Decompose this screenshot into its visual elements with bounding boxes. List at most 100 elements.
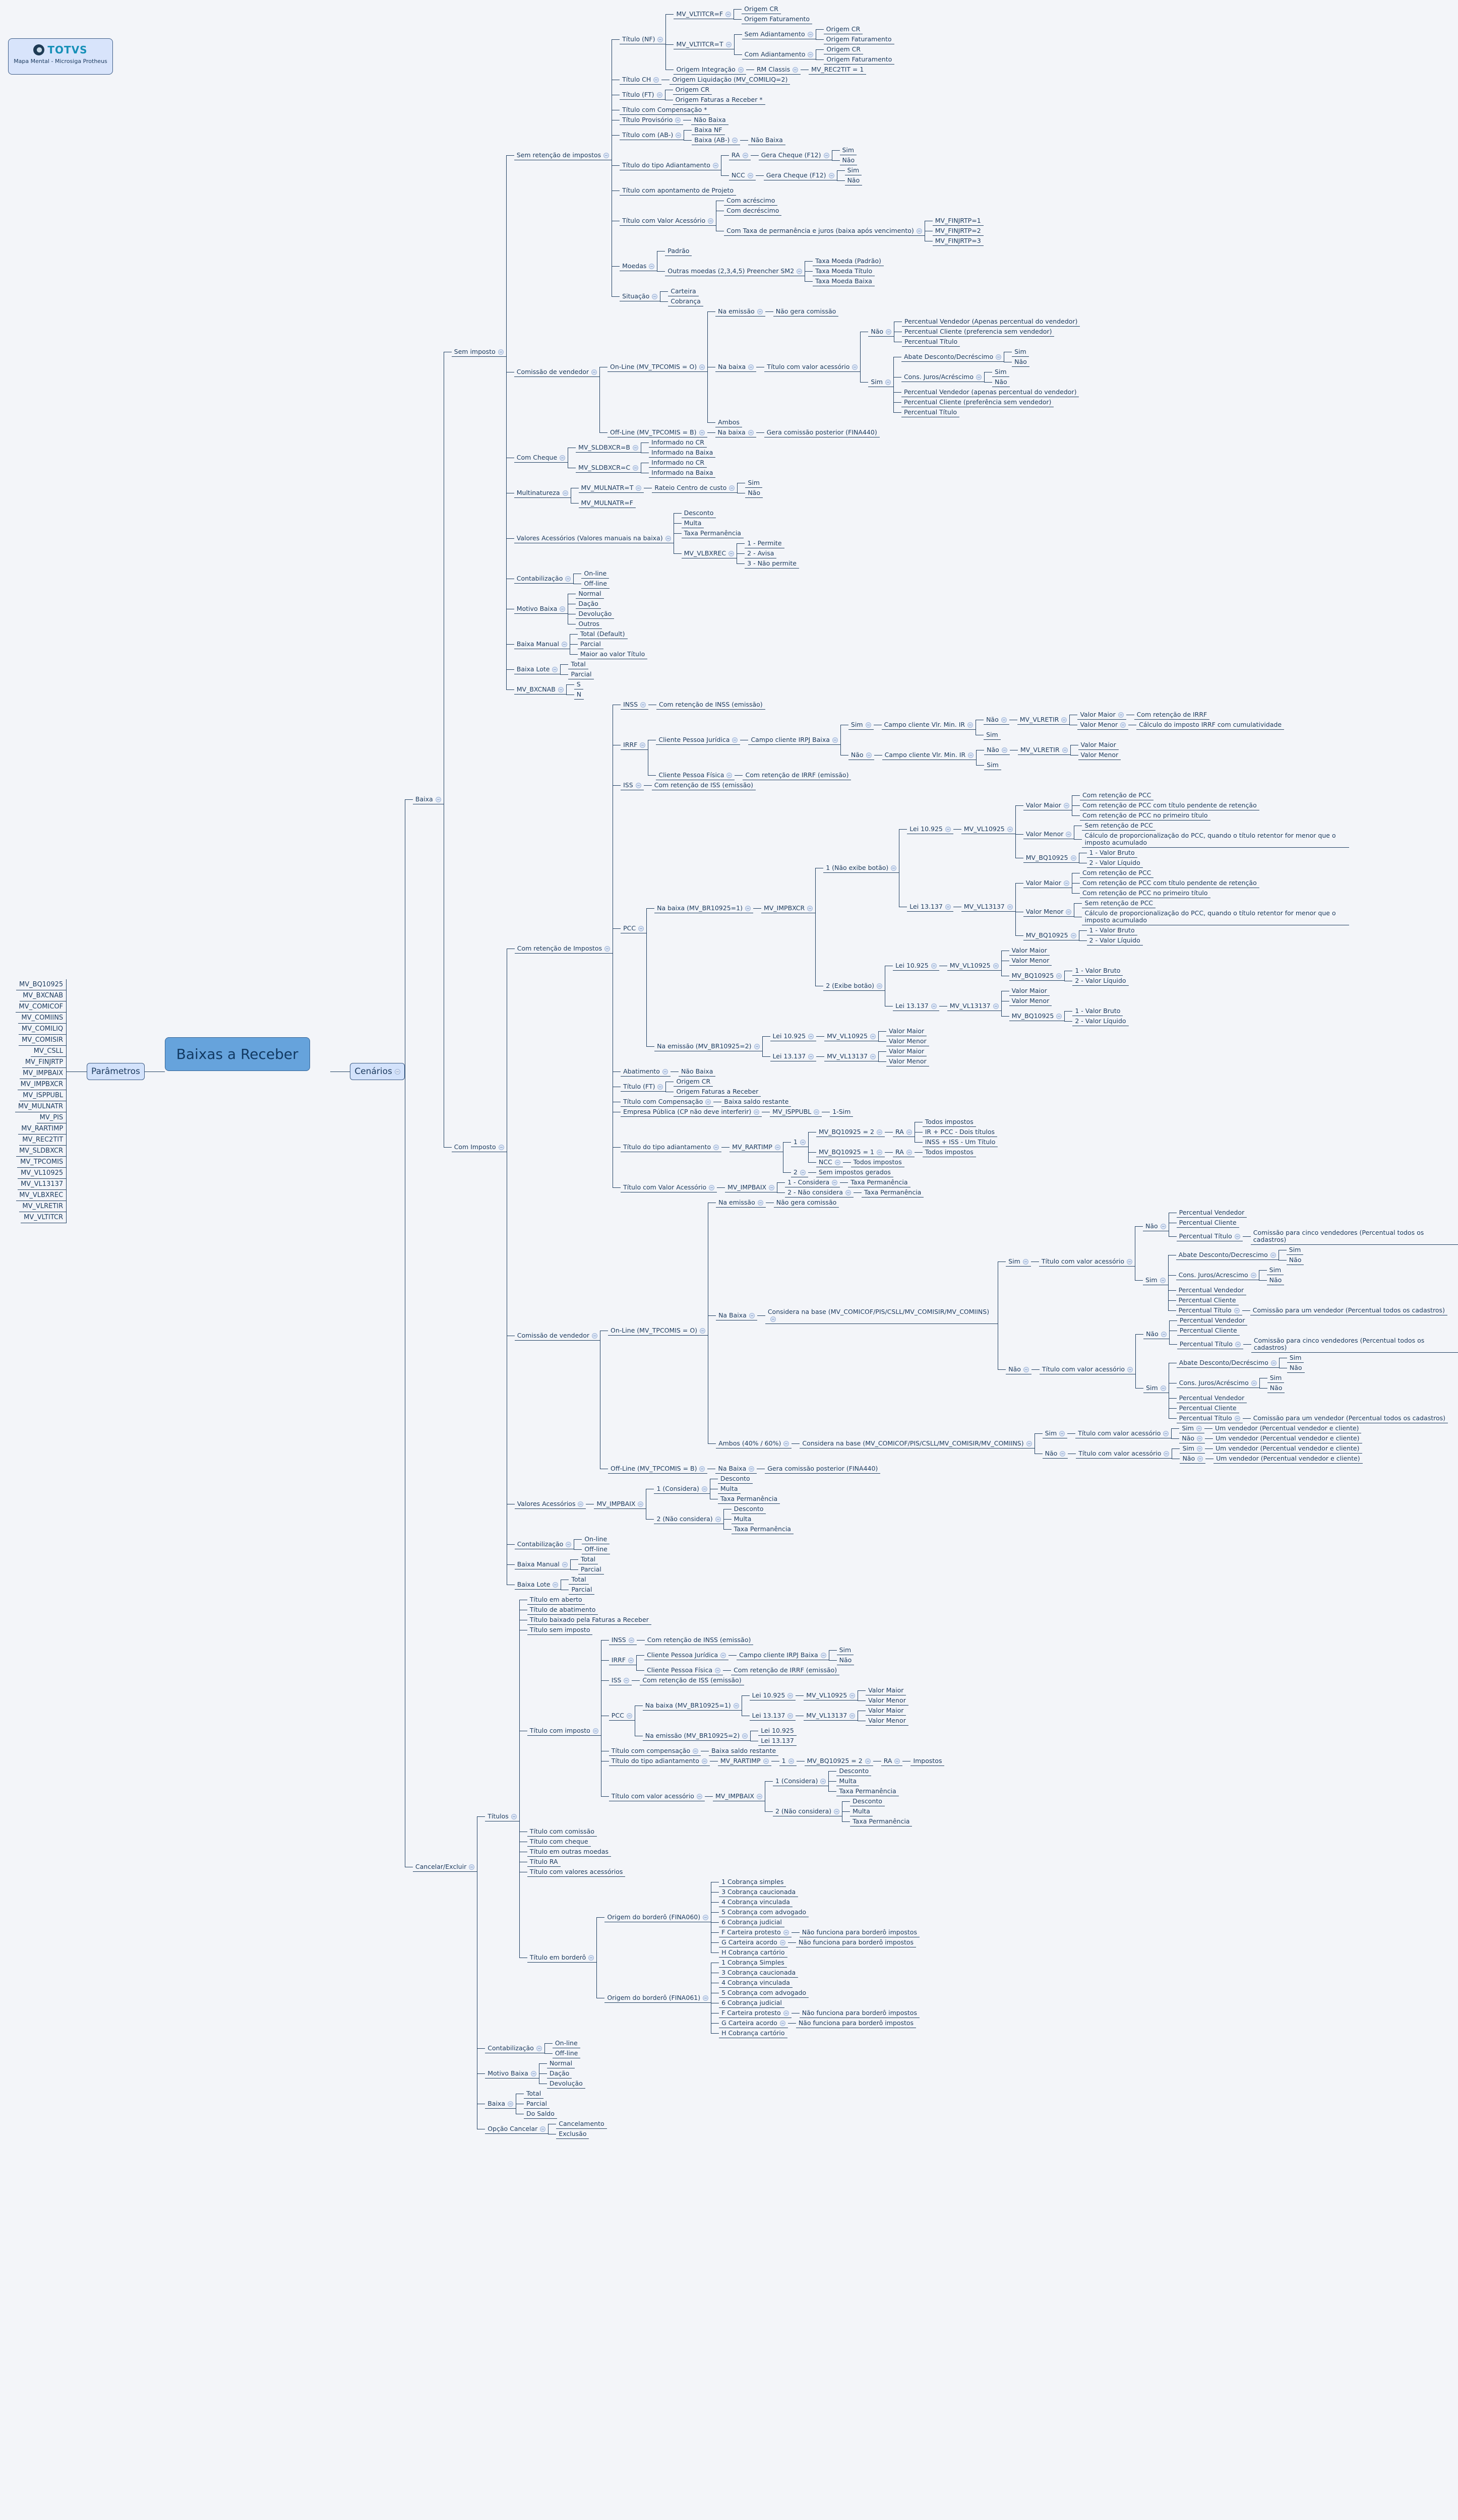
collapse-icon[interactable]	[916, 228, 922, 234]
node-label[interactable]: Não Baixa	[748, 135, 785, 145]
node-label[interactable]: MV_BQ10925 = 2	[804, 1756, 873, 1766]
node-label[interactable]: Origem CR	[674, 1077, 713, 1087]
node-label[interactable]: RA	[893, 1127, 915, 1137]
parameter-item[interactable]: MV_COMICOF	[16, 1001, 67, 1013]
node-label[interactable]: 2 (Exibe botão)	[823, 981, 885, 991]
node-label[interactable]: Comissão de vendedor	[514, 1331, 600, 1341]
node-label[interactable]: Valor Menor	[866, 1716, 908, 1726]
node-label[interactable]: Título com Compensação	[621, 1097, 714, 1107]
collapse-icon[interactable]	[1061, 717, 1067, 723]
parameter-item[interactable]: MV_VL13137	[18, 1179, 67, 1190]
collapse-icon[interactable]	[703, 1995, 709, 2001]
collapse-icon[interactable]	[530, 2071, 536, 2076]
node-label[interactable]: Percentual Título	[902, 337, 960, 347]
collapse-icon[interactable]	[1001, 717, 1007, 723]
node-label[interactable]: H Cobrança cartório	[719, 1947, 787, 1958]
node-label[interactable]: Origem do borderô (FINA060)	[604, 1912, 711, 1922]
node-label[interactable]: Sim	[992, 367, 1009, 377]
node-label[interactable]: Parcial	[578, 1564, 604, 1574]
node-label[interactable]: Título com compensação	[609, 1746, 701, 1756]
node-label[interactable]: Multa	[731, 1514, 754, 1524]
node-label[interactable]: ISS	[609, 1675, 632, 1685]
node-label[interactable]: Sim	[984, 760, 1001, 770]
node-label[interactable]: 2 - Valor Líquido	[1086, 858, 1143, 868]
collapse-icon[interactable]	[732, 138, 738, 143]
collapse-icon[interactable]	[1007, 904, 1013, 910]
node-label[interactable]: Com Adiantamento	[742, 49, 816, 59]
node-label[interactable]: Com retenção de IRRF (emissão)	[743, 770, 852, 780]
node-label[interactable]: Título (FT)	[621, 1082, 666, 1092]
node-label[interactable]: Sim	[1006, 1256, 1031, 1267]
collapse-icon[interactable]	[1160, 1385, 1166, 1391]
node-label[interactable]: 2 - Avisa	[745, 548, 777, 558]
collapse-icon[interactable]	[1163, 1431, 1169, 1436]
node-label[interactable]: MV_IMPBAIX	[725, 1182, 777, 1192]
collapse-icon[interactable]	[1234, 1308, 1240, 1313]
collapse-icon[interactable]	[807, 32, 813, 37]
node-label[interactable]: Campo cliente Vlr. Min. IR	[882, 750, 977, 760]
parameter-item[interactable]: MV_COMILIQ	[18, 1024, 67, 1035]
node-label[interactable]: 1 Cobrança Simples	[719, 1958, 787, 1968]
node-label[interactable]: Título com valor acessório	[1039, 1256, 1135, 1267]
node-label[interactable]: Origem CR	[824, 44, 864, 54]
node-label[interactable]: Título RA	[527, 1857, 561, 1867]
node-label[interactable]: Off-Line (MV_TPCOMIS = B)	[608, 1464, 708, 1474]
collapse-icon[interactable]	[996, 354, 1002, 360]
root-node[interactable]: Baixas a Receber	[164, 1037, 310, 1071]
node-label[interactable]: Na baixa	[715, 427, 756, 437]
node-label[interactable]: Off-Line (MV_TPCOMIS = B)	[608, 427, 707, 437]
node-label[interactable]: Valor Menor	[1077, 720, 1129, 730]
node-label[interactable]: Valor Maior	[1009, 946, 1050, 956]
node-label[interactable]: Sem imposto	[451, 347, 506, 357]
collapse-icon[interactable]	[633, 465, 639, 471]
node-label[interactable]: Sim	[1287, 1353, 1304, 1363]
collapse-icon[interactable]	[566, 1542, 572, 1547]
node-label[interactable]: Off-line	[552, 2048, 581, 2058]
node-label[interactable]: Sim	[1180, 1443, 1205, 1454]
node-label[interactable]: Sim	[1286, 1245, 1304, 1255]
node-label[interactable]: MV_BQ10925	[1009, 971, 1065, 981]
node-label[interactable]: Desconto	[850, 1796, 885, 1806]
node-label[interactable]: Campo cliente IRPJ Baixa	[748, 735, 840, 745]
node-label[interactable]: Título com apontamento de Projeto	[620, 185, 737, 196]
node-label[interactable]: Um vendedor (Percentual vendedor e clien…	[1213, 1443, 1362, 1454]
node-label[interactable]: Não	[1143, 1221, 1169, 1231]
collapse-icon[interactable]	[562, 1562, 568, 1567]
node-label[interactable]: MV_FINJRTP=2	[932, 226, 984, 236]
node-label[interactable]: Informado na Baixa	[649, 468, 716, 478]
node-label[interactable]: Origem Integração	[674, 65, 746, 75]
node-label[interactable]: Valor Menor	[1078, 750, 1121, 760]
collapse-icon[interactable]	[652, 294, 658, 299]
node-label[interactable]: Valor Menor	[886, 1056, 929, 1066]
collapse-icon[interactable]	[536, 2046, 542, 2051]
collapse-icon[interactable]	[709, 1185, 715, 1190]
node-label[interactable]: Com retenção de INSS (emissão)	[656, 700, 765, 710]
collapse-icon[interactable]	[993, 1003, 999, 1009]
node-label[interactable]: Título CH	[620, 75, 662, 85]
collapse-icon[interactable]	[553, 1582, 559, 1588]
node-label[interactable]: Informado no CR	[648, 437, 707, 448]
collapse-icon[interactable]	[591, 369, 597, 375]
node-label[interactable]: Título em aberto	[527, 1595, 585, 1605]
node-label[interactable]: 1 - Valor Bruto	[1072, 1006, 1123, 1016]
collapse-icon[interactable]	[870, 1034, 876, 1039]
collapse-icon[interactable]	[747, 173, 753, 178]
node-label[interactable]: Sim	[1179, 1423, 1204, 1433]
collapse-icon[interactable]	[728, 551, 735, 556]
node-label[interactable]: Sim	[745, 478, 762, 488]
node-label[interactable]: MV_REC2TIT = 1	[809, 65, 867, 75]
collapse-icon[interactable]	[560, 455, 566, 461]
node-label[interactable]: Lei 13.137	[893, 1001, 939, 1011]
collapse-icon[interactable]	[807, 906, 813, 911]
node-label[interactable]: Valor Menor	[886, 1036, 929, 1046]
node-label[interactable]: Taxa Permanência	[717, 1494, 780, 1504]
node-label[interactable]: Sim	[1143, 1275, 1168, 1285]
node-label[interactable]: Cobrança	[668, 296, 703, 306]
node-label[interactable]: 2 - Não considera	[785, 1187, 854, 1198]
collapse-icon[interactable]	[823, 153, 829, 158]
node-label[interactable]: Taxa Permanência	[861, 1187, 924, 1198]
collapse-icon[interactable]	[808, 52, 814, 57]
collapse-icon[interactable]	[726, 773, 733, 778]
collapse-icon[interactable]	[565, 576, 571, 582]
node-label[interactable]: Na baixa (MV_BR10925=1)	[654, 903, 753, 913]
